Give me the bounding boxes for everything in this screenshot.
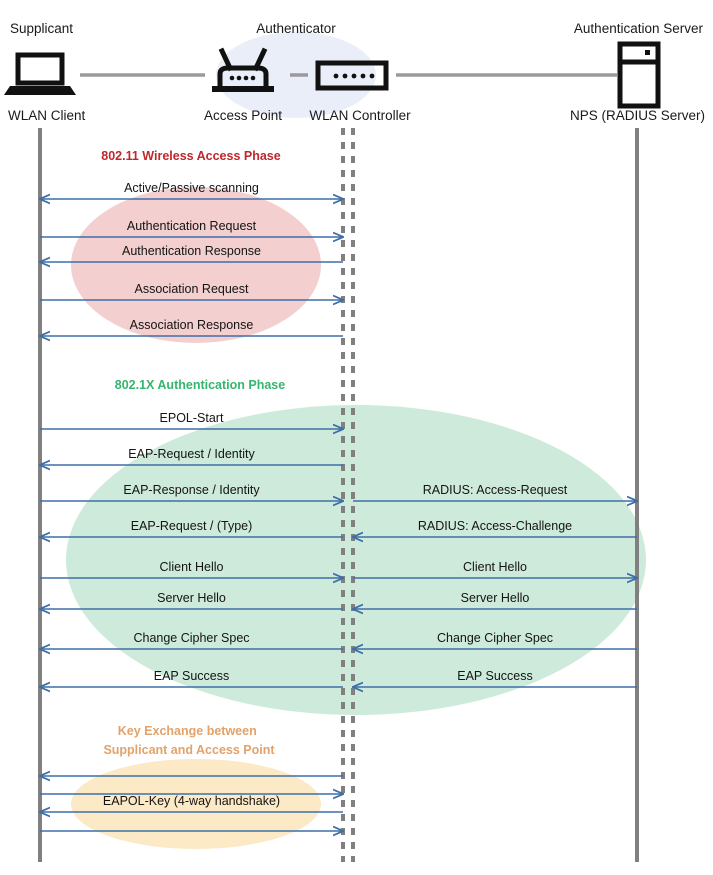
message-arrow: Association Response <box>40 318 343 336</box>
message-arrow: Client Hello <box>353 560 637 578</box>
message-label: EAP-Request / Identity <box>128 447 255 461</box>
phase-label-8021x: 802.1X Authentication Phase <box>115 378 285 392</box>
server-icon <box>617 41 661 109</box>
message-arrow: EPOL-Start <box>40 411 343 429</box>
message-arrow: Change Cipher Spec <box>353 631 637 649</box>
message-arrow: EAPOL-Key (4-way handshake) <box>40 794 343 812</box>
message-label: RADIUS: Access-Challenge <box>418 519 572 533</box>
message-arrow: Active/Passive scanning <box>40 181 343 199</box>
message-arrow: RADIUS: Access-Challenge <box>353 519 637 537</box>
lifelines-group <box>38 128 639 862</box>
message-label: Authentication Request <box>127 219 257 233</box>
message-label: Server Hello <box>461 591 530 605</box>
actor-device-label-access-point: Access Point <box>204 108 282 123</box>
actor-device-label-supplicant: WLAN Client <box>8 108 86 123</box>
message-label: EAP-Request / (Type) <box>131 519 253 533</box>
phase-label-80211: 802.11 Wireless Access Phase <box>101 149 280 163</box>
phase-ellipse-80211 <box>71 187 321 343</box>
message-label: Client Hello <box>160 560 224 574</box>
laptop-icon <box>4 52 76 95</box>
message-arrow: EAP-Request / (Type) <box>40 519 343 537</box>
actor-role-label-auth-server: Authentication Server <box>574 21 704 36</box>
message-label: EAPOL-Key (4-way handshake) <box>103 794 280 808</box>
access-point-icon <box>212 47 274 92</box>
actor-role-label-supplicant: Supplicant <box>10 21 73 36</box>
phase-ellipse-key-exchange <box>71 759 321 849</box>
actor-device-label-auth-server: NPS (RADIUS Server) <box>570 108 705 123</box>
message-label: EAP Success <box>457 669 533 683</box>
message-label: RADIUS: Access-Request <box>423 483 568 497</box>
message-arrow: Server Hello <box>40 591 343 609</box>
message-arrow: Association Request <box>40 282 343 300</box>
message-arrow: Authentication Request <box>40 219 343 237</box>
message-arrow: Authentication Response <box>40 244 343 262</box>
message-label: Active/Passive scanning <box>124 181 259 195</box>
switch-icon <box>315 60 389 91</box>
actor-role-label-access-point: Authenticator <box>256 21 336 36</box>
phase-label-key-exchange: Key Exchange between Supplicant and Acce… <box>103 724 275 757</box>
message-arrow: Server Hello <box>353 591 637 609</box>
actor-device-label-wlan-controller: WLAN Controller <box>309 108 411 123</box>
phase-ellipse-8021x <box>66 405 646 715</box>
message-arrow: EAP Success <box>353 669 637 687</box>
message-label: Change Cipher Spec <box>437 631 553 645</box>
message-label: Server Hello <box>157 591 226 605</box>
message-label: Association Request <box>135 282 249 296</box>
message-label: Association Response <box>130 318 254 332</box>
message-label: EAP Success <box>154 669 230 683</box>
message-label: Authentication Response <box>122 244 261 258</box>
message-arrow: EAP Success <box>40 669 343 687</box>
message-label: EAP-Response / Identity <box>123 483 260 497</box>
message-label: Client Hello <box>463 560 527 574</box>
message-label: EPOL-Start <box>160 411 224 425</box>
message-arrow: Client Hello <box>40 560 343 578</box>
message-arrow: EAP-Request / Identity <box>40 447 343 465</box>
message-arrow: Change Cipher Spec <box>40 631 343 649</box>
message-arrow: RADIUS: Access-Request <box>353 483 637 501</box>
message-label: Change Cipher Spec <box>133 631 249 645</box>
message-arrow: EAP-Response / Identity <box>40 483 343 501</box>
